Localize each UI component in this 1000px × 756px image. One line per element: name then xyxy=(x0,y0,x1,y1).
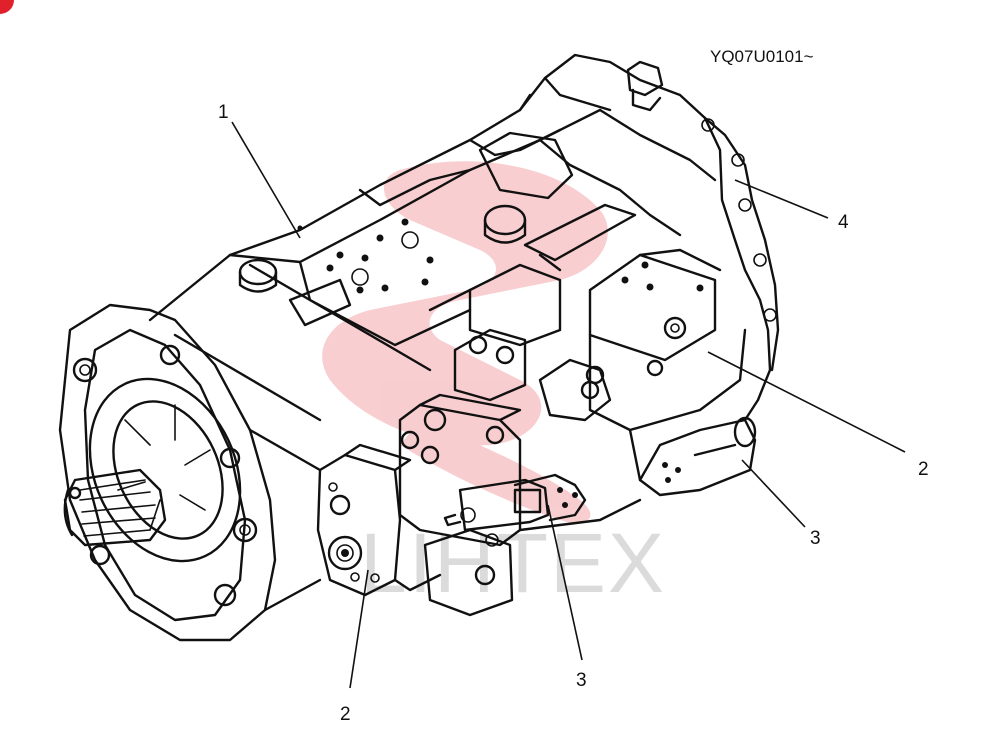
callout-2-left: 2 xyxy=(340,704,351,725)
callout-leaders xyxy=(231,121,906,689)
plate-holes xyxy=(297,218,434,294)
leader-2-right xyxy=(707,351,906,453)
front-flange xyxy=(58,303,277,642)
corner-logo-mark xyxy=(0,0,14,14)
callout-4: 4 xyxy=(838,212,849,233)
callout-labels: 1 2 2 3 3 4 xyxy=(218,102,929,725)
control-valves xyxy=(398,248,757,547)
leader-3-right xyxy=(741,459,806,528)
drawing-code: YQ07U0101~ xyxy=(710,47,814,66)
callout-2-right: 2 xyxy=(918,459,929,480)
callout-3-center: 3 xyxy=(576,670,587,691)
callout-3-right: 3 xyxy=(810,528,821,549)
callout-1: 1 xyxy=(218,102,229,123)
leader-1 xyxy=(231,121,301,239)
leader-3-center xyxy=(547,504,583,661)
leader-4 xyxy=(734,179,829,219)
leader-2-left xyxy=(349,569,369,689)
watermark-logo xyxy=(322,161,608,524)
pump-housing xyxy=(58,53,780,642)
